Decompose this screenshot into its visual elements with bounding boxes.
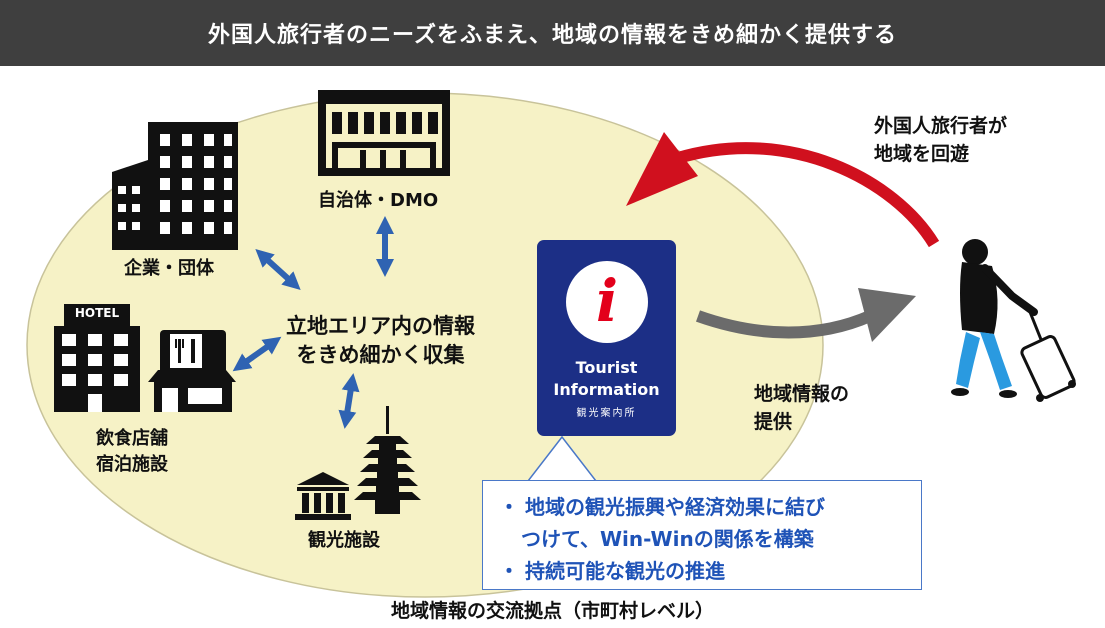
center-text-line2: をきめ細かく収集 [296,343,465,367]
bullet-1-glyph: ・ [499,495,519,519]
pagoda-icon [354,406,421,514]
provide-label-line1: 地域情報の [754,383,850,405]
bullet-2: ・持続可能な観光の推進 [499,555,725,584]
restaurant-label: 飲食店舗 宿泊施設 [96,426,168,478]
tourism-facility-label: 観光施設 [308,530,380,551]
arrow-company-center [255,248,301,291]
bullet-2-text: 持続可能な観光の推進 [525,559,725,583]
information-icon: i [566,261,648,343]
center-text-line1: 立地エリア内の情報 [286,314,475,338]
municipality-label: 自治体・DMO [318,190,439,211]
company-label: 企業・団体 [124,258,214,279]
traveler-label-line2: 地域を回遊 [874,143,970,165]
callout-box: ・地域の観光振興や経済効果に結び つけて、Win-Winの関係を構築 ・持続可能… [482,480,922,590]
bullet-2-glyph: ・ [499,559,519,583]
bullet-1-line2: つけて、Win-Winの関係を構築 [521,523,814,552]
traveler-circulation-arrow [676,142,940,248]
hotel-sign-label: HOTEL [74,306,120,320]
traveler-label: 外国人旅行者が 地域を回遊 [874,112,1007,168]
traveler-with-suitcase-icon [951,239,1076,402]
provide-label: 地域情報の 提供 [754,380,849,436]
banner-title: 外国人旅行者のニーズをふまえ、地域の情報をきめ細かく提供する [208,23,897,48]
restaurant-label-line1: 飲食店舗 [96,428,168,449]
restaurant-icon [148,330,236,412]
bullet-1-text-line2: つけて、Win-Winの関係を構築 [521,527,814,551]
arrow-tourism-center [338,373,360,429]
provide-label-line2: 提供 [754,411,793,433]
ti-line1: Tourist [575,358,638,377]
center-collection-text: 立地エリア内の情報 をきめ細かく収集 [286,312,475,370]
ti-line2: Information [553,380,660,399]
information-letter: i [595,267,619,335]
ti-line3: 観光案内所 [576,408,637,419]
office-building-icon [112,122,238,250]
arrow-restaurant-center [232,336,282,372]
header-banner: 外国人旅行者のニーズをふまえ、地域の情報をきめ細かく提供する [0,0,1105,66]
museum-icon [295,472,351,520]
municipality-building-icon [318,90,450,176]
traveler-label-line1: 外国人旅行者が [874,115,1008,137]
tourist-information-card: i Tourist Information 観光案内所 [537,240,676,436]
bullet-1-text-line1: 地域の観光振興や経済効果に結び [525,495,825,519]
information-provision-arrow [695,310,873,339]
restaurant-label-line2: 宿泊施設 [96,454,168,475]
bottom-caption: 地域情報の交流拠点（市町村レベル） [390,600,714,622]
bullet-1-line1: ・地域の観光振興や経済効果に結び [499,491,825,520]
